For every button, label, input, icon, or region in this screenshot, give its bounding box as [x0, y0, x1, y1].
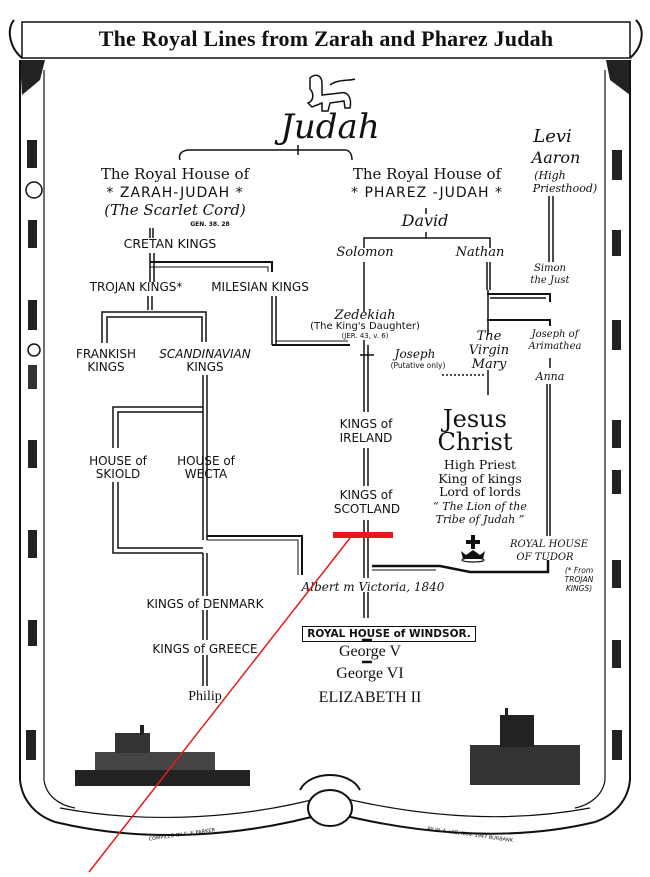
epithet-lord-of-lords: Lord of lords — [439, 484, 521, 499]
node-albert-victoria[interactable]: Albert m Victoria, 1840 — [301, 580, 445, 594]
node-anna[interactable]: Anna — [535, 370, 565, 383]
node-royal-house-windsor[interactable]: ROYAL HOUSE of WINDSOR. — [302, 626, 476, 642]
high-priesthood-1: (High — [534, 169, 566, 182]
node-zedekiah[interactable]: Zedekiah — [334, 308, 396, 323]
left-decorative-border — [19, 60, 76, 823]
kings-daughter-label: (The King's Daughter) — [310, 321, 420, 332]
chart-title: The Royal Lines from Zarah and Pharez Ju… — [98, 26, 554, 51]
epithet-high-priest: High Priest — [443, 457, 517, 472]
node-christ[interactable]: Christ — [437, 428, 513, 456]
pharez-house-title: The Royal House of — [352, 165, 502, 183]
zarah-house-name: * ZARAH-JUDAH * — [106, 185, 244, 201]
node-joseph-of-arimathea-1[interactable]: Joseph of — [531, 329, 579, 340]
node-house-skiold-2[interactable]: SKIOLD — [95, 467, 141, 481]
red-highlight-marker — [333, 532, 393, 538]
zarah-house-title: The Royal House of — [100, 165, 250, 183]
node-kings-of-ireland-2[interactable]: IRELAND — [339, 431, 393, 445]
lion-quote-line1: “ The Lion of the — [433, 500, 527, 513]
node-nathan[interactable]: Nathan — [455, 245, 505, 260]
node-house-wecta-1[interactable]: HOUSE of — [177, 454, 235, 468]
node-david[interactable]: David — [401, 211, 449, 230]
node-kings-of-greece[interactable]: KINGS of GREECE — [152, 642, 258, 656]
node-frankish-kings-1[interactable]: FRANKISH — [76, 347, 136, 361]
node-virgin-mary-3[interactable]: Mary — [471, 357, 507, 372]
battleship-illustration — [75, 725, 250, 786]
node-simon-the-just-1[interactable]: Simon — [534, 263, 566, 274]
node-royal-house-tudor-2[interactable]: OF TUDOR — [516, 552, 574, 563]
node-philip[interactable]: Philip — [188, 689, 222, 704]
node-royal-house-tudor-1[interactable]: ROYAL HOUSE — [510, 539, 589, 550]
node-joseph-of-arimathea-2[interactable]: Arimathea — [528, 341, 582, 352]
node-virgin-mary-1[interactable]: The — [476, 329, 502, 344]
lion-quote-line2: Tribe of Judah ” — [435, 513, 525, 526]
node-cretan-kings[interactable]: CRETAN KINGS — [123, 236, 217, 251]
node-virgin-mary-2[interactable]: Virgin — [468, 343, 510, 358]
node-kings-of-denmark[interactable]: KINGS of DENMARK — [146, 597, 264, 611]
crown-with-cross-icon — [458, 533, 488, 563]
scarlet-cord-label: (The Scarlet Cord) — [104, 201, 246, 219]
windsor-castle-illustration — [470, 708, 580, 785]
node-house-wecta-2[interactable]: WECTA — [184, 467, 228, 481]
title-banner-scroll — [8, 19, 643, 95]
node-george-v[interactable]: George V — [338, 643, 402, 660]
node-trojan-kings[interactable]: TROJAN KINGS* — [89, 280, 183, 294]
right-decorative-border — [574, 60, 631, 823]
node-scandinavian-kings-2[interactable]: KINGS — [186, 360, 224, 374]
epithet-king-of-kings: King of kings — [438, 471, 522, 486]
pharez-house-name: * PHAREZ -JUDAH * — [351, 185, 503, 201]
tudor-note-2: TROJAN — [564, 575, 594, 584]
node-scandinavian-kings-1[interactable]: SCANDINAVIAN — [159, 347, 251, 361]
node-simon-the-just-2[interactable]: the Just — [530, 275, 570, 286]
tudor-note-3: KINGS) — [565, 584, 593, 593]
node-kings-of-scotland-1[interactable]: KINGS of — [339, 488, 393, 502]
node-milesian-kings[interactable]: MILESIAN KINGS — [211, 280, 309, 294]
jeremiah-reference: (JER. 43, v. 6) — [341, 332, 389, 340]
node-solomon[interactable]: Solomon — [336, 245, 394, 260]
node-house-skiold-1[interactable]: HOUSE of — [89, 454, 147, 468]
high-priesthood-2: Priesthood) — [532, 182, 598, 195]
root-judah: Judah — [280, 107, 380, 147]
lion-of-judah-icon — [300, 73, 360, 115]
node-levi[interactable]: Levi — [533, 126, 572, 147]
node-joseph[interactable]: Joseph — [394, 347, 436, 361]
node-frankish-kings-2[interactable]: KINGS — [87, 360, 125, 374]
node-george-vi[interactable]: George VI — [336, 665, 404, 682]
tudor-note-1: (* From — [564, 566, 594, 575]
node-elizabeth-ii[interactable]: ELIZABETH II — [318, 689, 422, 706]
node-kings-of-ireland-1[interactable]: KINGS of — [339, 417, 393, 431]
node-aaron[interactable]: Aaron — [531, 148, 581, 167]
putative-label: (Putative only) — [390, 361, 446, 370]
windsor-wrapper: ROYAL HOUSE of WINDSOR. — [289, 624, 489, 642]
node-jesus[interactable]: Jesus — [443, 405, 507, 433]
genesis-reference: GEN. 38. 28 — [190, 221, 230, 228]
node-kings-of-scotland-2[interactable]: SCOTLAND — [333, 502, 401, 516]
